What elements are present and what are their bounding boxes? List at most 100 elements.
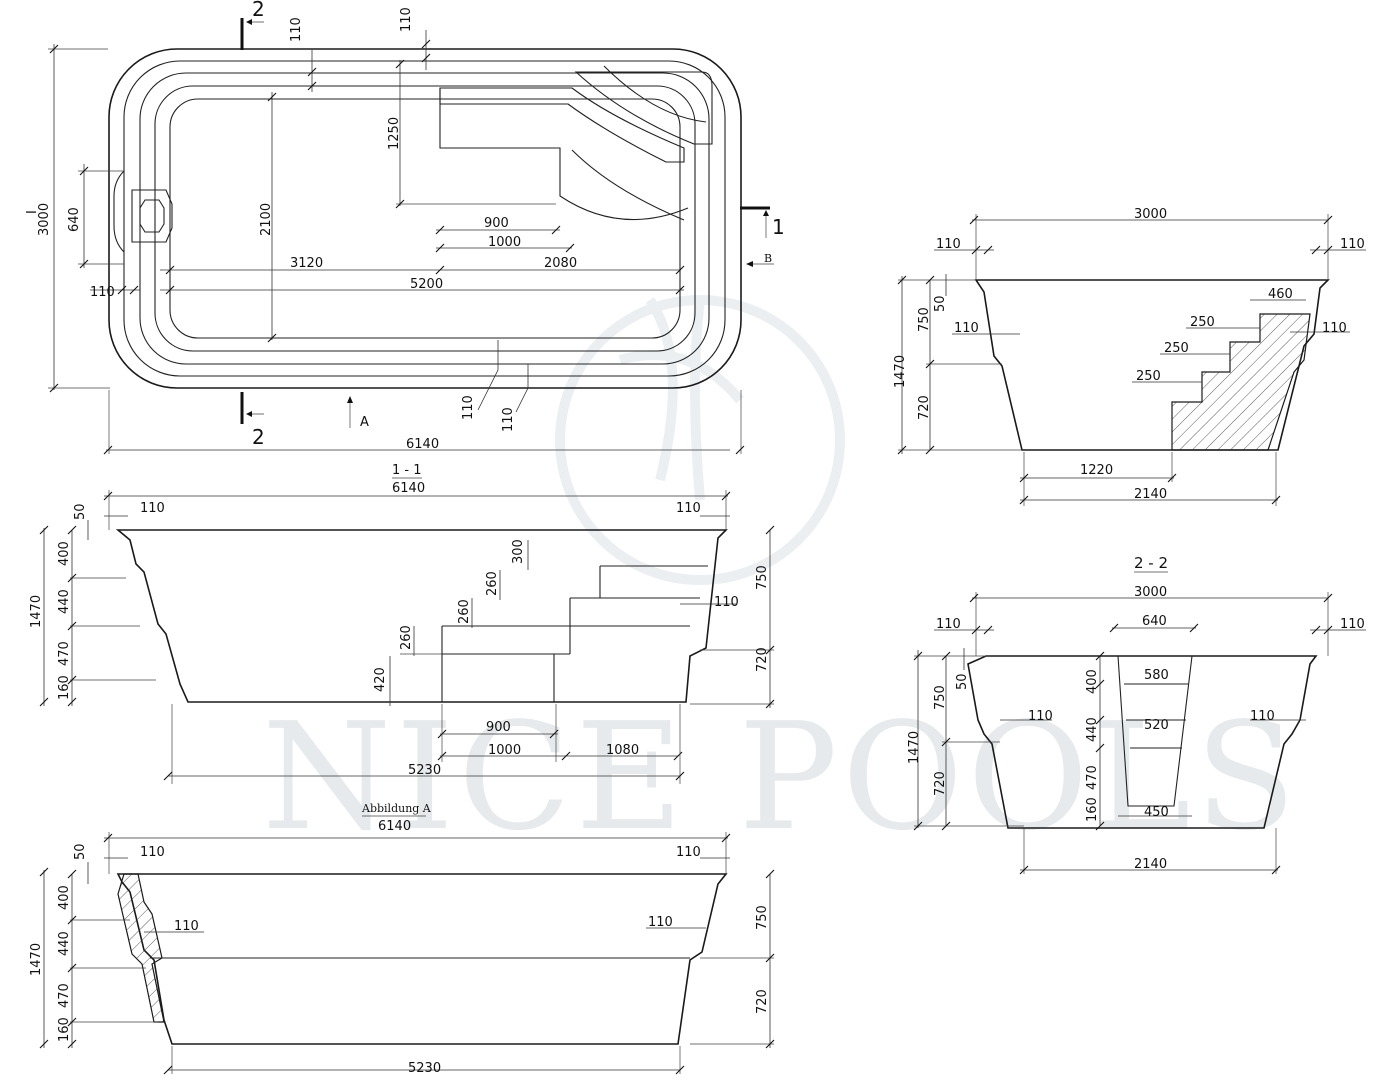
dim-plan-5200: 5200 xyxy=(410,277,443,292)
step-hatch xyxy=(1171,313,1311,451)
dim-a-750: 750 xyxy=(755,905,770,930)
view-mark-b: B xyxy=(764,252,772,265)
dim-a-400: 400 xyxy=(57,885,72,910)
dim-b-3000: 3000 xyxy=(1134,207,1167,222)
dim-11-470: 470 xyxy=(57,641,72,666)
dim-b-1470: 1470 xyxy=(893,355,908,388)
dim-11-420: 420 xyxy=(373,667,388,692)
dim-b-750: 750 xyxy=(917,307,932,332)
dim-11-400: 400 xyxy=(57,541,72,566)
dim-a-720: 720 xyxy=(755,989,770,1014)
dim-22-520: 520 xyxy=(1144,718,1169,733)
dim-b-250-a: 250 xyxy=(1190,315,1215,330)
dim-plan-110-bottom-b: 110 xyxy=(501,407,516,432)
dim-11-1470: 1470 xyxy=(29,595,44,628)
section-2-2: 2 - 2 3000 110 110 1470 750 720 50 110 1… xyxy=(907,554,1366,875)
dim-22-720: 720 xyxy=(933,771,948,796)
dim-b-1220: 1220 xyxy=(1080,463,1113,478)
dim-a-6140: 6140 xyxy=(378,819,411,834)
dim-a-1470: 1470 xyxy=(29,943,44,976)
dim-11-440: 440 xyxy=(57,589,72,614)
dim-22-ledge-r: 110 xyxy=(1250,709,1275,724)
dim-a-110-r: 110 xyxy=(676,845,701,860)
dim-11-260-b: 260 xyxy=(457,599,472,624)
wall-hatch xyxy=(117,873,165,1023)
dim-plan-1250: 1250 xyxy=(387,117,402,150)
dim-11-1000: 1000 xyxy=(488,743,521,758)
section-1-1-title: 1 - 1 xyxy=(392,463,422,478)
dim-b-50: 50 xyxy=(933,295,948,312)
dim-11-900: 900 xyxy=(486,720,511,735)
dim-plan-900: 900 xyxy=(484,216,509,231)
dim-plan-110-bottom: 110 xyxy=(461,395,476,420)
dim-22-470: 470 xyxy=(1085,765,1100,790)
dim-11-110-r: 110 xyxy=(676,501,701,516)
dim-11-160: 160 xyxy=(57,675,72,700)
dim-a-440: 440 xyxy=(57,931,72,956)
dim-b-110-r: 110 xyxy=(1340,237,1365,252)
dim-b-720: 720 xyxy=(917,395,932,420)
dim-plan-3120: 3120 xyxy=(290,256,323,271)
dim-22-750: 750 xyxy=(933,685,948,710)
dim-22-110-r: 110 xyxy=(1340,617,1365,632)
dim-plan-2100: 2100 xyxy=(259,203,274,236)
dim-11-6140: 6140 xyxy=(392,481,425,496)
dim-b-250-c: 250 xyxy=(1136,369,1161,384)
dim-22-640: 640 xyxy=(1142,614,1167,629)
dim-22-400: 400 xyxy=(1085,669,1100,694)
dim-b-110-l: 110 xyxy=(936,237,961,252)
plan-view: 2 2 1 A B 3000 I 640 2100 1250 110 110 3… xyxy=(25,0,785,455)
dim-b-ledge-l: 110 xyxy=(954,321,979,336)
dim-22-110-l: 110 xyxy=(936,617,961,632)
dim-plan-110-left: 110 xyxy=(90,285,115,300)
dim-11-260-c: 260 xyxy=(399,625,414,650)
dim-11-ledge-110: 110 xyxy=(714,595,739,610)
dim-plan-3000: 3000 xyxy=(37,203,52,236)
dim-11-720: 720 xyxy=(755,647,770,672)
dim-a-160: 160 xyxy=(57,1017,72,1042)
dim-plan-6140: 6140 xyxy=(406,437,439,452)
dim-11-260-a: 260 xyxy=(485,571,500,596)
dim-11-110-l: 110 xyxy=(140,501,165,516)
section-2-2-title: 2 - 2 xyxy=(1134,554,1168,572)
dim-22-3000: 3000 xyxy=(1134,585,1167,600)
watermark: NICE POOLS xyxy=(262,295,1300,863)
dim-plan-110-top: 110 xyxy=(289,17,304,42)
dim-b-ledge-r: 110 xyxy=(1322,321,1347,336)
dim-22-2140: 2140 xyxy=(1134,857,1167,872)
dim-22-ledge-l: 110 xyxy=(1028,709,1053,724)
section-a-title: Abbildung A xyxy=(361,802,432,815)
dim-11-750: 750 xyxy=(755,565,770,590)
dim-a-470: 470 xyxy=(57,983,72,1008)
view-mark-a: A xyxy=(360,415,369,430)
watermark-brand: NICE POOLS xyxy=(262,691,1300,863)
dim-22-160: 160 xyxy=(1085,797,1100,822)
section-abbildung-a: Abbildung A 6140 110 110 50 1470 400 440… xyxy=(29,802,775,1076)
dim-plan-640: 640 xyxy=(67,207,82,232)
dim-b-2140: 2140 xyxy=(1134,487,1167,502)
dim-11-300: 300 xyxy=(511,539,526,564)
dim-22-450: 450 xyxy=(1144,805,1169,820)
dim-a-ledge-r: 110 xyxy=(648,915,673,930)
dim-22-440: 440 xyxy=(1085,717,1100,742)
dim-plan-2080: 2080 xyxy=(544,256,577,271)
dim-b-250-b: 250 xyxy=(1164,341,1189,356)
dim-11-5230: 5230 xyxy=(408,763,441,778)
dim-22-580: 580 xyxy=(1144,668,1169,683)
dim-a-ledge-l: 110 xyxy=(174,919,199,934)
dim-22-1470: 1470 xyxy=(907,731,922,764)
dim-11-1080: 1080 xyxy=(606,743,639,758)
dim-b-460: 460 xyxy=(1268,287,1293,302)
cut-mark-1: 1 xyxy=(772,215,785,239)
section-b: 3000 110 110 1470 750 720 50 110 110 460… xyxy=(893,207,1366,506)
section-1-1: 1 - 1 6140 110 110 50 1470 400 440 470 1… xyxy=(29,463,775,784)
dim-a-50: 50 xyxy=(73,843,88,860)
dim-11-50: 50 xyxy=(73,503,88,520)
mark-i: I xyxy=(25,210,40,214)
cut-mark-2-bottom: 2 xyxy=(252,425,265,449)
dim-a-110-l: 110 xyxy=(140,845,165,860)
dim-plan-1000: 1000 xyxy=(488,235,521,250)
dim-plan-110-top-b: 110 xyxy=(399,7,414,32)
dim-22-50: 50 xyxy=(955,673,970,690)
